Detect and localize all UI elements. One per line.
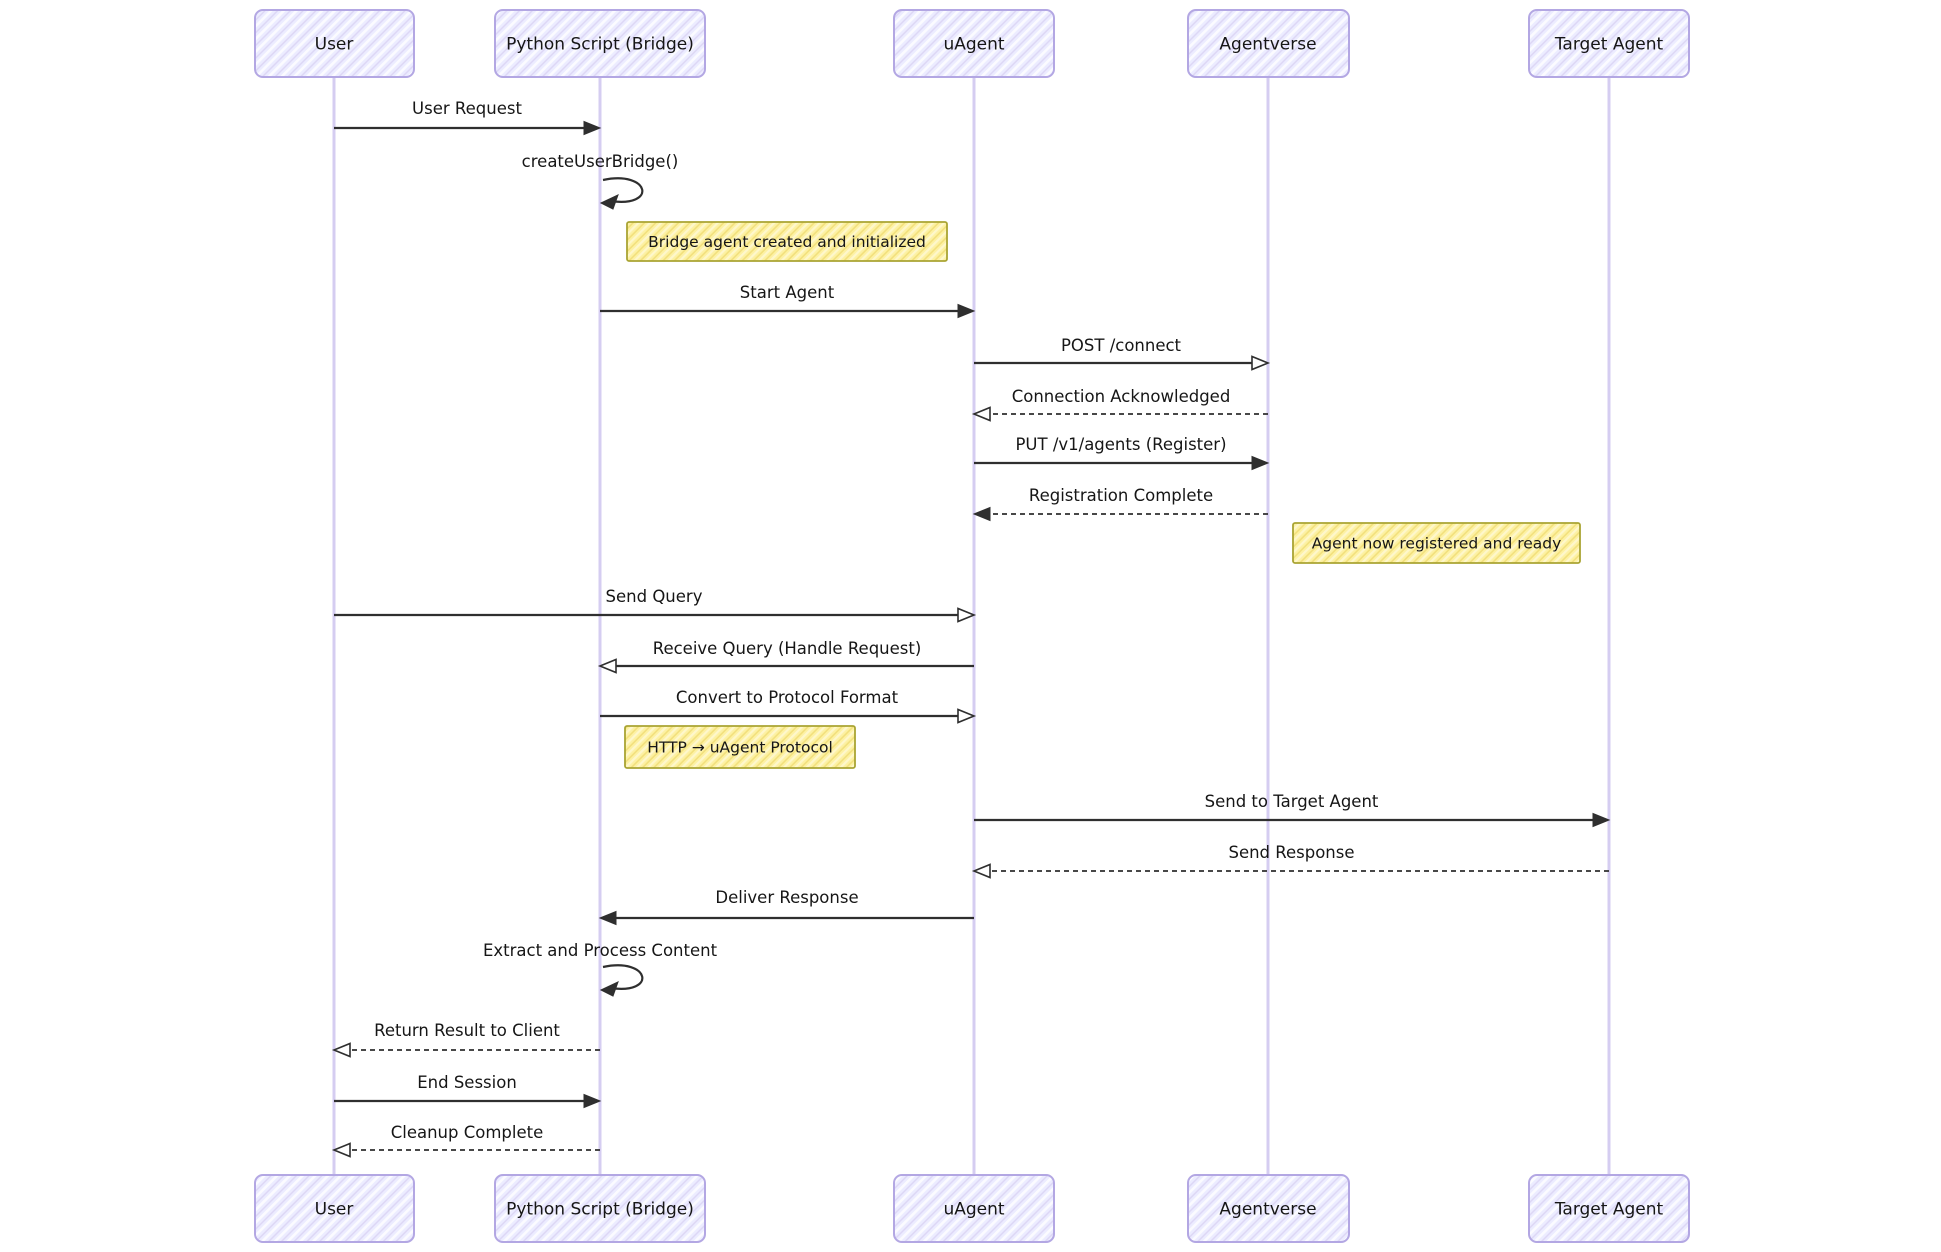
message-label: Start Agent	[740, 283, 835, 302]
actor-top-target: Target Agent	[1528, 9, 1690, 78]
message-put-v1-agents-register: PUT /v1/agents (Register)	[974, 435, 1270, 471]
actor-top-bridge: Python Script (Bridge)	[494, 9, 706, 78]
actor-top-agentverse: Agentverse	[1187, 9, 1350, 78]
actor-bottom-bridge: Python Script (Bridge)	[494, 1174, 706, 1243]
message-label: PUT /v1/agents (Register)	[1015, 435, 1226, 454]
actor-top-label-bridge: Python Script (Bridge)	[506, 35, 694, 55]
note-label: Agent now registered and ready	[1312, 535, 1562, 553]
message-connection-acknowledged: Connection Acknowledged	[971, 387, 1268, 422]
message-arrowhead	[957, 607, 977, 623]
actor-bottom-box-user	[254, 1174, 415, 1243]
actor-top-label-uagent: uAgent	[943, 35, 1004, 55]
actor-top-box-user	[254, 9, 415, 78]
message-receive-query-handle-request: Receive Query (Handle Request)	[597, 639, 974, 674]
message-arrowhead	[1251, 455, 1270, 471]
actor-top-box-bridge	[494, 9, 706, 78]
message-registration-complete: Registration Complete	[972, 486, 1268, 522]
message-user-request: User Request	[334, 99, 602, 136]
message-arrowhead	[972, 506, 991, 522]
actor-bottom-label-bridge: Python Script (Bridge)	[506, 1200, 694, 1220]
message-label: Cleanup Complete	[391, 1123, 544, 1142]
message-arrowhead	[331, 1042, 351, 1058]
message-convert-to-protocol-format: Convert to Protocol Format	[600, 688, 977, 724]
message-arrowhead	[971, 863, 991, 879]
note-label: Bridge agent created and initialized	[648, 233, 926, 251]
message-label: POST /connect	[1061, 336, 1182, 355]
message-label: Receive Query (Handle Request)	[653, 639, 922, 658]
actor-bottom-box-agentverse	[1187, 1174, 1350, 1243]
message-return-result-to-client: Return Result to Client	[331, 1021, 600, 1058]
self-loop-arrowhead	[599, 194, 619, 210]
message-arrowhead	[583, 1093, 602, 1109]
actor-top-box-target	[1528, 9, 1690, 78]
self-message-label: createUserBridge()	[522, 152, 679, 171]
actor-bottom-agentverse: Agentverse	[1187, 1174, 1350, 1243]
actor-bottom-uagent: uAgent	[893, 1174, 1055, 1243]
note-box	[624, 725, 856, 769]
note-label: HTTP → uAgent Protocol	[647, 739, 833, 757]
message-start-agent: Start Agent	[600, 283, 976, 319]
message-label: Convert to Protocol Format	[676, 688, 899, 707]
self-message-extract-and-process-content: Extract and Process Content	[483, 941, 718, 997]
message-send-to-target-agent: Send to Target Agent	[974, 792, 1611, 828]
message-label: Registration Complete	[1029, 486, 1213, 505]
message-arrowhead	[331, 1142, 351, 1158]
message-arrowhead	[971, 406, 991, 422]
actor-bottom-target: Target Agent	[1528, 1174, 1690, 1243]
actor-top-label-target: Target Agent	[1554, 35, 1664, 55]
actor-top-box-agentverse	[1187, 9, 1350, 78]
message-label: Send to Target Agent	[1205, 792, 1379, 811]
note-bridge-agent-created-and-initialized: Bridge agent created and initialized	[626, 221, 948, 262]
actor-bottom-box-uagent	[893, 1174, 1055, 1243]
message-post-connect: POST /connect	[974, 336, 1271, 371]
message-arrowhead	[597, 658, 617, 674]
message-arrowhead	[1251, 355, 1271, 371]
actor-bottom-label-target: Target Agent	[1554, 1200, 1664, 1220]
message-label: End Session	[417, 1073, 517, 1092]
self-loop-arrowhead	[599, 981, 619, 997]
actor-top-box-uagent	[893, 9, 1055, 78]
self-message-label: Extract and Process Content	[483, 941, 718, 960]
actor-top-label-user: User	[315, 35, 354, 55]
message-arrowhead	[1592, 812, 1611, 828]
self-message-createuserbridge: createUserBridge()	[522, 152, 679, 210]
actor-bottom-label-user: User	[315, 1200, 354, 1220]
message-label: Deliver Response	[715, 888, 858, 907]
note-box	[1292, 522, 1581, 564]
note-box	[626, 221, 948, 262]
message-arrowhead	[583, 120, 602, 136]
message-label: Return Result to Client	[374, 1021, 560, 1040]
actor-bottom-user: User	[254, 1174, 415, 1243]
self-loop-line	[602, 964, 644, 990]
message-send-query: Send Query	[334, 587, 977, 623]
message-cleanup-complete: Cleanup Complete	[331, 1123, 600, 1158]
message-arrowhead	[957, 303, 976, 319]
actor-top-uagent: uAgent	[893, 9, 1055, 78]
message-label: User Request	[412, 99, 522, 118]
message-send-response: Send Response	[971, 843, 1609, 879]
message-arrowhead	[598, 910, 617, 926]
message-label: Connection Acknowledged	[1012, 387, 1231, 406]
message-deliver-response: Deliver Response	[598, 888, 974, 926]
message-label: Send Response	[1228, 843, 1354, 862]
note-http-uagent-protocol: HTTP → uAgent Protocol	[624, 725, 856, 769]
message-end-session: End Session	[334, 1073, 602, 1109]
actor-bottom-label-agentverse: Agentverse	[1219, 1200, 1316, 1220]
actor-bottom-label-uagent: uAgent	[943, 1200, 1004, 1220]
actor-bottom-box-target	[1528, 1174, 1690, 1243]
actor-top-label-agentverse: Agentverse	[1219, 35, 1316, 55]
message-label: Send Query	[606, 587, 703, 606]
actor-bottom-box-bridge	[494, 1174, 706, 1243]
message-arrowhead	[957, 708, 977, 724]
self-loop-line	[602, 177, 644, 203]
note-agent-now-registered-and-ready: Agent now registered and ready	[1292, 522, 1581, 564]
actor-top-user: User	[254, 9, 415, 78]
